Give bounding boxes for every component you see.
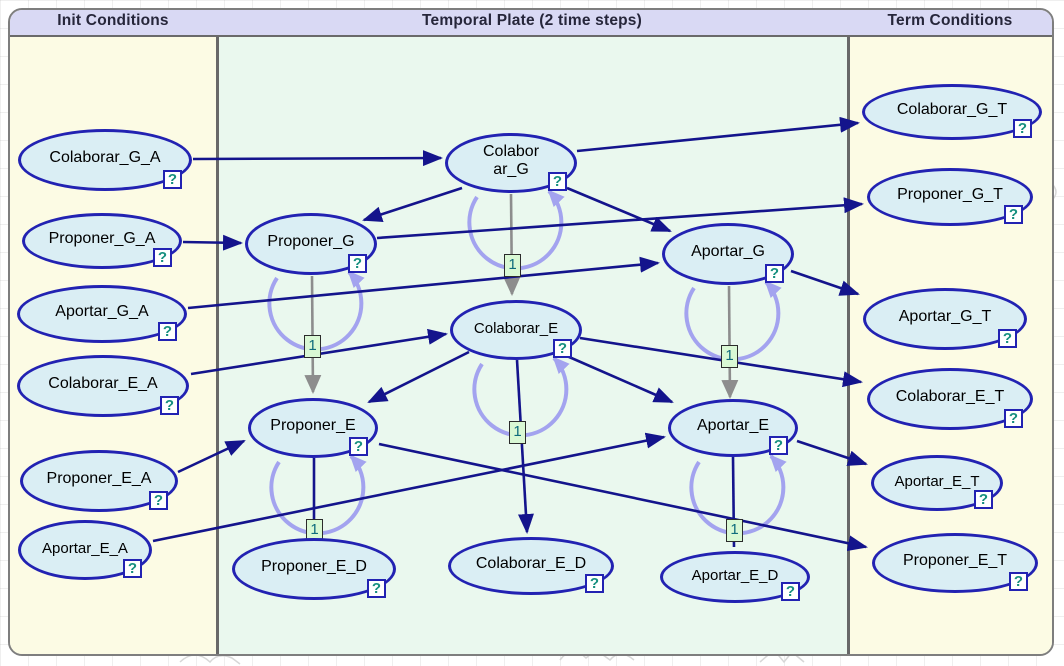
node-aportar-g[interactable]: Aportar_G ? [662, 223, 794, 285]
header-init-conditions: Init Conditions [57, 12, 169, 29]
question-icon[interactable]: ? [349, 437, 368, 456]
edge-proponer-g-a-to-proponer-g[interactable] [182, 234, 243, 251]
node-proponer-g-a[interactable]: Proponer_G_A ? [22, 213, 182, 269]
question-icon[interactable]: ? [348, 254, 367, 273]
node-colaborar-e-d[interactable]: Colaborar_E_D ? [448, 537, 614, 595]
header-temporal-plate: Temporal Plate (2 time steps) [422, 12, 642, 29]
node-colaborar-e-a[interactable]: Colaborar_E_A ? [17, 355, 189, 417]
question-icon[interactable]: ? [160, 396, 179, 415]
question-icon[interactable]: ? [163, 170, 182, 189]
node-colaborar-g-a[interactable]: Colaborar_G_A ? [18, 129, 192, 191]
node-aportar-g-t[interactable]: Aportar_G_T ? [863, 288, 1027, 350]
node-label: Proponer_E_T [902, 552, 1008, 569]
edge-aportar-e-to-aportar-e-t[interactable] [796, 439, 868, 466]
panel-divider-right [847, 37, 850, 654]
node-label: Colaborar_E_T [895, 388, 1005, 405]
question-icon[interactable]: ? [367, 579, 386, 598]
node-proponer-e-d[interactable]: Proponer_E_D ? [232, 538, 396, 600]
edge-proponer-e-to-proponer-e-t[interactable] [378, 442, 868, 552]
question-icon[interactable]: ? [974, 490, 993, 509]
edge-aportar-g-to-aportar-e[interactable] [721, 285, 739, 399]
node-aportar-e-t[interactable]: Aportar_E_T ? [871, 455, 1003, 511]
question-icon[interactable]: ? [149, 491, 168, 510]
node-colaborar-e[interactable]: Colaborar_E ? [450, 300, 582, 360]
node-aportar-e-d[interactable]: Aportar_E_D ? [660, 551, 810, 603]
header-term-conditions: Term Conditions [887, 12, 1013, 29]
temporal-order-badge[interactable]: 1 [504, 254, 521, 277]
node-label: Aportar_G_A [55, 303, 149, 320]
edge-colaborar-e-to-aportar-e[interactable] [559, 351, 674, 404]
node-label: Colaborar_E_A [48, 375, 158, 392]
edge-aportar-e-a-to-aportar-e[interactable] [152, 432, 666, 543]
edge-aportar-g-to-aportar-g-t[interactable] [790, 269, 860, 296]
node-label: Colaborar_G_T [896, 101, 1008, 118]
edge-colaborar-e-to-colaborar-e-d[interactable] [515, 359, 534, 534]
node-aportar-e[interactable]: Aportar_E ? [668, 399, 798, 457]
node-label: Aportar_E [696, 417, 770, 434]
temporal-order-badge[interactable]: 1 [509, 421, 526, 444]
edge-colaborar-g-a-to-colaborar-g[interactable] [192, 150, 443, 167]
question-icon[interactable]: ? [123, 559, 142, 578]
node-label: Proponer_G_T [897, 186, 1003, 203]
edge-colaborar-e-to-proponer-e[interactable] [367, 350, 470, 404]
edge-proponer-g-to-proponer-g-t[interactable] [376, 197, 864, 240]
question-icon[interactable]: ? [1004, 205, 1023, 224]
node-label: Aportar_E_A [42, 539, 128, 557]
node-label: Proponer_G [267, 233, 355, 250]
question-icon[interactable]: ? [548, 172, 567, 191]
node-label: Proponer_E_A [46, 470, 152, 487]
temporal-order-badge[interactable]: 1 [721, 345, 738, 368]
node-label: Colaborar_E [473, 319, 559, 337]
edge-colaborar-e-to-colaborar-e-t[interactable] [579, 336, 863, 388]
node-label: Colaborar_G_A [49, 149, 161, 166]
question-icon[interactable]: ? [1013, 119, 1032, 138]
node-proponer-e-a[interactable]: Proponer_E_A ? [20, 450, 178, 512]
edge-colaborar-g-to-proponer-g[interactable] [362, 186, 463, 223]
temporal-order-badge[interactable]: 1 [726, 519, 743, 542]
window-header-bar: Init Conditions Temporal Plate (2 time s… [10, 10, 1052, 37]
question-icon[interactable]: ? [1004, 409, 1023, 428]
question-icon[interactable]: ? [1009, 572, 1028, 591]
node-proponer-g[interactable]: Proponer_G ? [245, 213, 377, 275]
node-proponer-e[interactable]: Proponer_E ? [248, 398, 378, 458]
node-proponer-g-t[interactable]: Proponer_G_T ? [867, 168, 1033, 226]
node-label: Colaborar_E_D [475, 555, 587, 572]
question-icon[interactable]: ? [158, 322, 177, 341]
edge-colaborar-g-to-colaborar-e[interactable] [503, 193, 521, 296]
node-label: Aportar_E_T [894, 472, 980, 490]
node-label: Proponer_G_A [48, 230, 156, 247]
temporal-order-badge[interactable]: 1 [306, 519, 323, 542]
edge-aportar-g-a-to-aportar-g[interactable] [187, 256, 660, 310]
edge-proponer-e-a-to-proponer-e[interactable] [177, 439, 246, 474]
question-icon[interactable]: ? [553, 339, 572, 358]
question-icon[interactable]: ? [153, 248, 172, 267]
temporal-order-badge[interactable]: 1 [304, 335, 321, 358]
question-icon[interactable]: ? [769, 436, 788, 455]
node-label: Proponer_E_D [261, 558, 367, 575]
node-colaborar-g-t[interactable]: Colaborar_G_T ? [862, 84, 1042, 140]
question-icon[interactable]: ? [998, 329, 1017, 348]
node-proponer-e-t[interactable]: Proponer_E_T ? [872, 533, 1038, 593]
node-aportar-g-a[interactable]: Aportar_G_A ? [17, 285, 187, 343]
node-label: Proponer_E [270, 417, 356, 434]
node-colaborar-e-t[interactable]: Colaborar_E_T ? [867, 368, 1033, 430]
node-label: Aportar_E_D [691, 566, 779, 584]
edge-colaborar-g-to-colaborar-g-t[interactable] [576, 116, 860, 153]
question-icon[interactable]: ? [765, 264, 784, 283]
question-icon[interactable]: ? [585, 574, 604, 593]
node-label: Aportar_G [691, 243, 765, 260]
node-label: Aportar_G_T [898, 308, 992, 325]
edge-proponer-g-to-proponer-e[interactable] [304, 275, 322, 394]
question-icon[interactable]: ? [781, 582, 800, 601]
edge-colaborar-g-to-aportar-g[interactable] [566, 186, 672, 233]
panel-divider-left [216, 37, 219, 654]
node-aportar-e-a[interactable]: Aportar_E_A ? [18, 520, 152, 580]
